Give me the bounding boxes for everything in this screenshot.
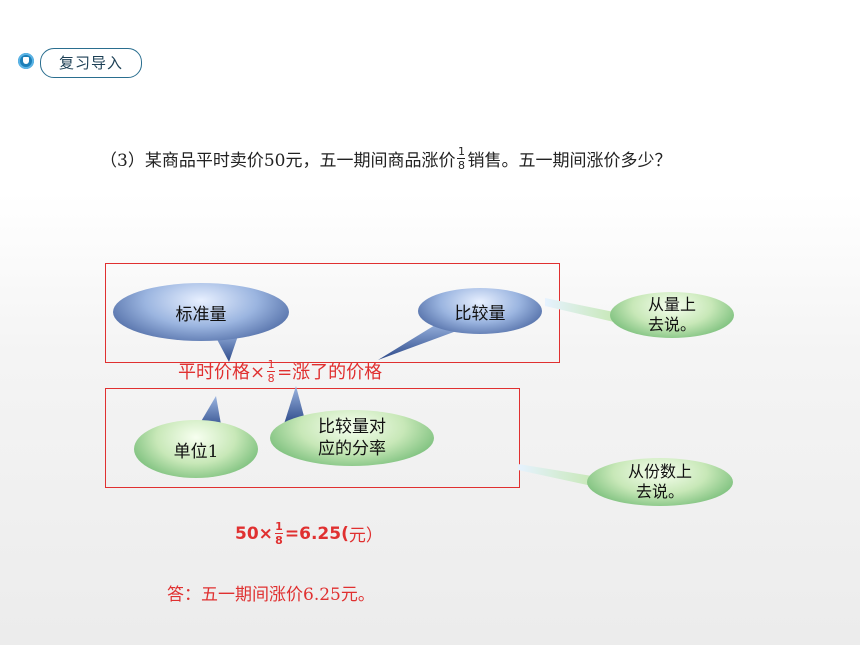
numeric-formula-unit: 元） (348, 526, 383, 546)
numeric-formula-right: =6.25( (284, 523, 349, 544)
word-formula-fraction: 1 8 (267, 357, 276, 385)
rate-callout-tail (284, 386, 306, 424)
share-connector (518, 464, 592, 486)
question-fraction: 1 8 (457, 145, 466, 172)
from-quantity-line1: 从量上 (647, 295, 696, 314)
unit-one-bubble: 单位1 (134, 420, 258, 478)
compared-rate-line1: 比较量对 (318, 417, 386, 437)
word-formula-left: 平时价格× (178, 362, 266, 383)
from-quantity-bubble: 从量上 去说。 (610, 292, 734, 338)
numeric-formula-fraction: 1 8 (274, 520, 283, 547)
question-suffix: 销售。五一期间涨价多少？ (467, 151, 672, 171)
question-fraction-denominator: 8 (457, 159, 465, 172)
compared-quantity-label: 比较量 (454, 303, 506, 324)
numeric-formula-denominator: 8 (275, 534, 283, 547)
word-formula: 平时价格× 1 8 =涨了的价格 (178, 358, 382, 384)
share-box (105, 388, 520, 488)
unit-one-label: 单位1 (173, 441, 219, 462)
compare-callout-tail (378, 322, 470, 360)
numeric-formula-left: 50× (235, 523, 273, 544)
standard-quantity-bubble: 标准量 (113, 283, 289, 341)
quantity-box (105, 263, 560, 363)
section-badge: 复习导入 (40, 48, 142, 78)
review-icon (18, 53, 34, 69)
compared-rate-bubble: 比较量对 应的分率 (270, 410, 434, 466)
question-fraction-numerator: 1 (457, 145, 465, 158)
from-share-line1: 从份数上 (627, 462, 692, 481)
quantity-connector (545, 298, 614, 322)
from-share-line2: 去说。 (635, 482, 684, 501)
standard-quantity-label: 标准量 (175, 304, 227, 325)
compared-rate-line2: 应的分率 (318, 439, 386, 459)
question-prefix: （3）某商品平时卖价50元，五一期间商品涨价 (100, 151, 456, 171)
word-formula-denominator: 8 (267, 371, 275, 385)
answer-text: 答：五一期间涨价6.25元。 (167, 585, 375, 605)
from-share-bubble: 从份数上 去说。 (587, 458, 733, 506)
from-quantity-line2: 去说。 (647, 315, 696, 334)
word-formula-right: =涨了的价格 (277, 362, 383, 383)
numeric-formula: 50× 1 8 =6.25( 元） (235, 521, 383, 546)
compared-quantity-bubble: 比较量 (418, 288, 542, 334)
question-text: （3）某商品平时卖价50元，五一期间商品涨价 1 8 销售。五一期间涨价多少？ (100, 146, 671, 171)
numeric-formula-numerator: 1 (275, 520, 283, 533)
word-formula-numerator: 1 (267, 357, 275, 371)
